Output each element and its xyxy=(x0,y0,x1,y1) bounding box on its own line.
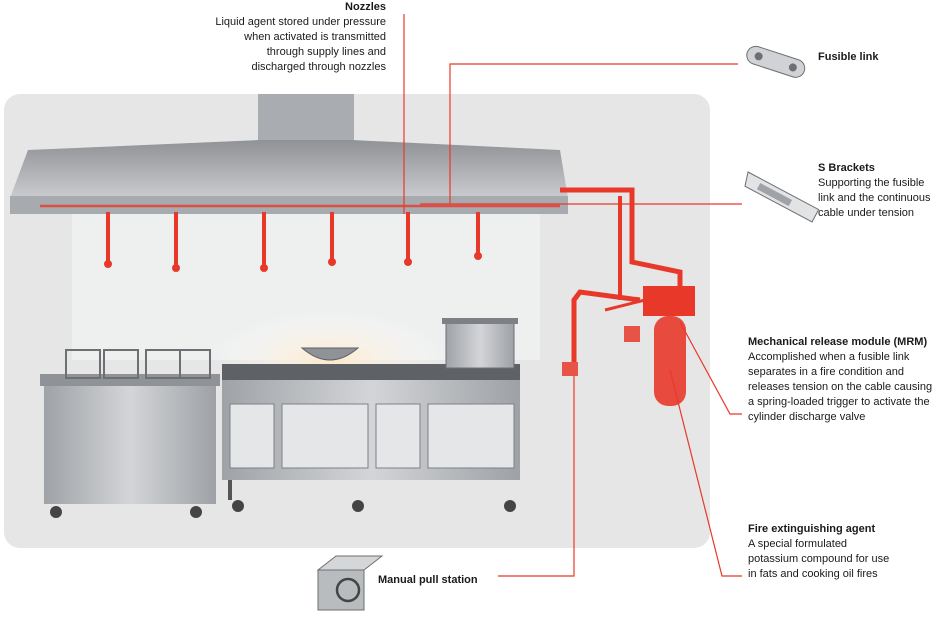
oven-door-3 xyxy=(375,403,421,469)
mrm-weight xyxy=(624,326,640,342)
wok xyxy=(300,347,360,361)
exhaust-duct xyxy=(258,94,354,142)
exhaust-hood xyxy=(10,140,568,198)
pull-station-box xyxy=(562,362,578,376)
fryer-body xyxy=(44,382,216,504)
fryer-wheel-1 xyxy=(50,506,62,518)
agent-title: Fire extinguishing agent xyxy=(748,523,876,535)
oven-door-4 xyxy=(427,403,515,469)
range-wheel-2 xyxy=(352,500,364,512)
oven-door-2 xyxy=(281,403,369,469)
manual-pull-station-icon xyxy=(316,555,384,611)
agent-cylinder xyxy=(654,316,686,406)
nozzles-title: Nozzles xyxy=(345,1,386,13)
stock-pot-rim xyxy=(442,318,518,324)
distribution-piping xyxy=(40,187,683,362)
fusible-link-title: Fusible link xyxy=(818,51,879,63)
range-wheel-1 xyxy=(232,500,244,512)
agent-description: A special formulated potassium compound … xyxy=(748,538,890,580)
mrm-description: Accomplished when a fusible link separat… xyxy=(748,351,933,423)
mrm-title: Mechanical release module (MRM) xyxy=(748,336,928,348)
fryer-basket-2 xyxy=(103,349,139,379)
s-brackets-description: Supporting the fusible link and the cont… xyxy=(818,177,931,219)
nozzle-tips xyxy=(104,252,482,272)
nozzles-description: Liquid agent stored under pressure when … xyxy=(215,16,386,73)
label-nozzles: Nozzles Liquid agent stored under pressu… xyxy=(180,0,386,75)
nozzle-drops xyxy=(106,212,480,266)
range-wheel-3 xyxy=(504,500,516,512)
label-mrm: Mechanical release module (MRM) Accompli… xyxy=(748,335,952,425)
fryer-basket-1 xyxy=(65,349,101,379)
leader-lines xyxy=(403,14,742,577)
oven-door-1 xyxy=(229,403,275,469)
label-s-brackets: S Brackets Supporting the fusible link a… xyxy=(818,161,948,221)
fryer-wheel-2 xyxy=(190,506,202,518)
mrm-box xyxy=(643,286,695,316)
label-agent: Fire extinguishing agent A special formu… xyxy=(748,522,938,582)
label-fusible-link: Fusible link xyxy=(818,50,938,65)
s-brackets-title: S Brackets xyxy=(818,162,875,174)
fusible-link-icon xyxy=(746,45,806,78)
pull-station-title: Manual pull station xyxy=(378,574,478,586)
s-bracket-icon xyxy=(744,171,820,223)
label-pull-station: Manual pull station xyxy=(378,573,508,588)
fryer-basket-4 xyxy=(179,349,211,379)
stock-pot xyxy=(445,321,515,369)
